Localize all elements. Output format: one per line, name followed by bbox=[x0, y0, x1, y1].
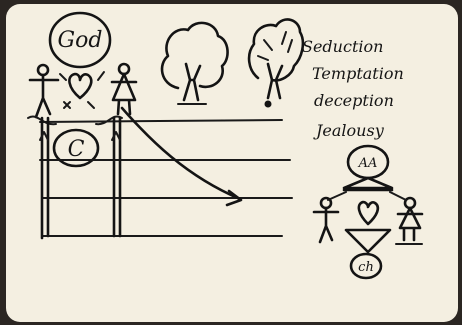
word-temptation: Temptation bbox=[312, 64, 404, 83]
man-figure-right bbox=[312, 196, 340, 244]
aa-label: AA bbox=[358, 156, 378, 171]
ch-group: ch bbox=[349, 252, 383, 280]
x-mark bbox=[63, 101, 71, 109]
triangle-bottom bbox=[344, 228, 392, 254]
church-left-label: C bbox=[68, 137, 85, 162]
god-group: God bbox=[48, 11, 112, 69]
dash-mark bbox=[87, 101, 95, 109]
god-circle bbox=[48, 11, 112, 69]
heart-icon bbox=[68, 72, 93, 100]
heart-connector-arrows bbox=[59, 71, 105, 81]
word-jealousy: Jealousy bbox=[313, 121, 385, 140]
ch-circle bbox=[349, 252, 383, 280]
god-label: God bbox=[58, 28, 103, 53]
ch-label: ch bbox=[358, 260, 374, 275]
falling-arrowhead bbox=[225, 189, 243, 207]
word-deception: deception bbox=[314, 91, 394, 110]
triangle-top bbox=[342, 176, 394, 192]
line-1 bbox=[39, 119, 283, 123]
arrowhead-left bbox=[39, 131, 49, 141]
heart-icon-right bbox=[357, 200, 380, 226]
word-seduction: Seduction bbox=[302, 37, 383, 56]
falling-curve-arrow bbox=[120, 106, 242, 201]
fruit-icon bbox=[264, 100, 272, 108]
church-left-group: C bbox=[52, 128, 100, 168]
woman-figure-left bbox=[110, 62, 138, 116]
arrowhead-right bbox=[111, 131, 121, 141]
tree-icon bbox=[160, 21, 229, 105]
woman-figure-right bbox=[395, 196, 424, 245]
church-left-circle bbox=[52, 128, 100, 168]
tree-of-knowledge-icon bbox=[247, 18, 305, 108]
connectors-top bbox=[327, 191, 407, 201]
man-figure-left bbox=[28, 63, 60, 119]
